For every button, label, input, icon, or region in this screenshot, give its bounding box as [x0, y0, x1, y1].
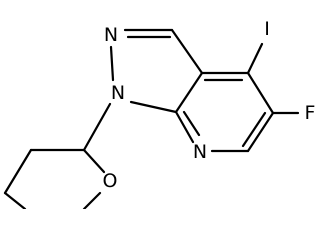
- bond-n7-c7a: [174, 110, 195, 144]
- atom-pyrazole-n1: N: [111, 82, 125, 104]
- bond-thp-o-c6: [82, 191, 102, 209]
- bond-c5-c6-double: [241, 111, 267, 148]
- molecule-svg: I F N N N O: [3, 18, 316, 209]
- atom-pyrazole-n2: N: [104, 24, 118, 46]
- atom-labels: I F N N N O: [103, 18, 316, 192]
- bond-n2-n1: [109, 45, 115, 82]
- bond-thp-c3-c4: [3, 148, 33, 195]
- bond-c5-c6: [246, 111, 275, 153]
- bond-c4-iodine: [246, 42, 264, 75]
- bond-c3a-c7a: [174, 71, 204, 114]
- atom-pyridine-n: N: [193, 141, 207, 163]
- molecule-structure-diagram: I F N N N O: [3, 18, 316, 209]
- atom-iodine: I: [264, 18, 270, 40]
- bond-n7-c7a-double: [182, 110, 201, 137]
- atom-ring-oxygen: O: [103, 170, 118, 192]
- bond-c3-c3a: [170, 28, 204, 75]
- bond-thp-c4-c5: [3, 191, 27, 209]
- bond-lines: [3, 28, 300, 209]
- bond-n1-c7a: [129, 100, 178, 114]
- bond-thp-c2-o: [82, 148, 106, 174]
- bond-c4-c5: [246, 71, 275, 115]
- bond-n1-thp-c2: [82, 102, 112, 152]
- atom-fluorine: F: [305, 102, 316, 124]
